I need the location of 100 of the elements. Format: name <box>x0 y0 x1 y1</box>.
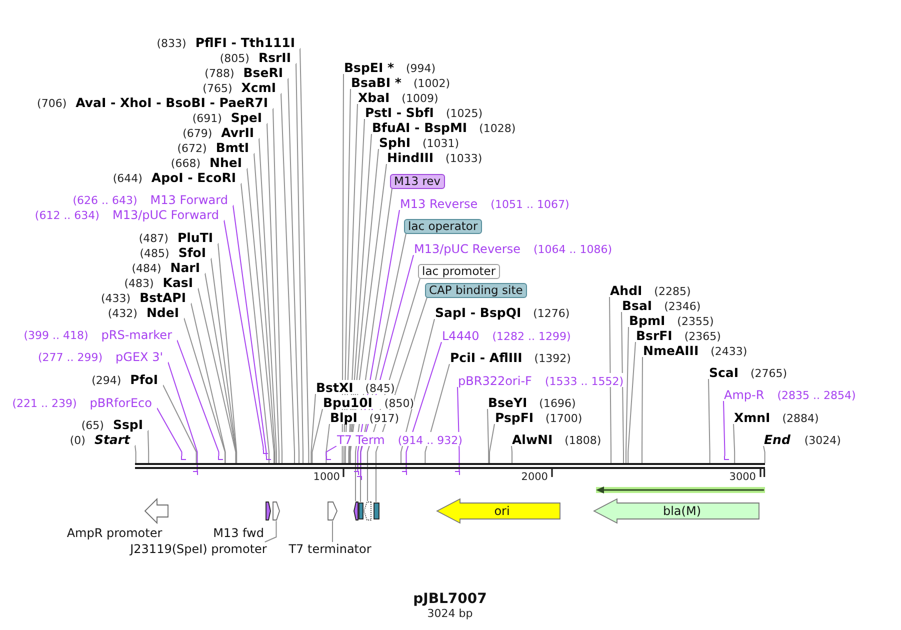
enzyme-name: AvrII <box>221 125 254 140</box>
leader-line <box>511 446 512 464</box>
leader-line <box>723 400 726 456</box>
enzyme-name: BlpI <box>330 410 358 425</box>
feature-name: ori <box>494 504 510 518</box>
enzyme-name: XcmI <box>241 80 276 95</box>
sequence-position: (3024) <box>804 434 841 447</box>
leader-line <box>708 378 710 464</box>
map-title: pJBL7007 <box>413 591 487 607</box>
enzyme-name: NarI <box>170 260 200 275</box>
leader-line <box>218 242 238 464</box>
scale-label: 2000 <box>521 471 548 483</box>
cut-position: (485) <box>140 247 170 260</box>
enzyme-name: AhdI <box>610 283 642 298</box>
feature-label: T7 terminator <box>288 542 372 556</box>
cut-position: (1033) <box>446 152 482 165</box>
cut-position: (691) <box>192 112 222 125</box>
enzyme-name: BsaBI * <box>351 75 402 90</box>
enzyme-name: RsrII <box>258 50 291 65</box>
sequence-length: 3024 bp <box>427 606 473 620</box>
cut-position: (2884) <box>782 412 819 425</box>
leader-line <box>168 362 198 472</box>
leader-line <box>628 342 636 464</box>
primer-site-mark <box>193 471 198 475</box>
cut-position: (668) <box>170 157 200 170</box>
leader-line <box>763 446 766 464</box>
leader-line <box>609 296 612 464</box>
leader-line <box>280 92 295 464</box>
scale-label: 1000 <box>313 471 340 483</box>
primer-site-mark <box>357 476 362 480</box>
cut-position: (484) <box>132 262 162 275</box>
feature-label: M13 fwd <box>213 526 264 540</box>
leader-line <box>642 356 643 464</box>
leader-line <box>224 220 264 450</box>
enzyme-name: BstXI <box>316 380 354 395</box>
leader-line <box>272 108 282 464</box>
primer-name: Amp-R <box>724 388 764 402</box>
primer-name: M13 Forward <box>150 193 228 207</box>
leader-line <box>258 138 277 464</box>
leader-line <box>266 122 280 464</box>
cut-position: (1028) <box>479 122 516 135</box>
cut-position: (706) <box>37 97 67 110</box>
cut-position: (850) <box>384 397 414 410</box>
leader-line <box>232 204 267 456</box>
cut-position: (1276) <box>533 307 570 320</box>
enzyme-name: PfoI <box>130 372 158 387</box>
enzyme-name: BstAPI <box>140 290 186 305</box>
leader-line <box>406 342 442 472</box>
enzyme-name: BpmI <box>629 313 666 328</box>
leader-line <box>176 340 220 456</box>
cut-position: (1002) <box>413 77 450 90</box>
enzyme-name: PstI - SbfI <box>365 105 434 120</box>
leader-line <box>184 318 226 464</box>
cut-position: (1031) <box>422 137 460 150</box>
cut-position: (2346) <box>664 300 701 313</box>
cut-position: (2355) <box>677 315 714 328</box>
enzyme-name: ScaI <box>709 365 738 380</box>
enzyme-name: NmeAIII <box>643 343 699 358</box>
leader-line <box>162 384 197 464</box>
leader-line <box>296 62 304 464</box>
feature-label: J23119(SpeI) promoter <box>130 542 267 556</box>
cut-position: (2285) <box>654 285 691 298</box>
leader-line <box>204 272 236 464</box>
enzyme-name: BfuAI - BspMI <box>372 120 468 135</box>
primer-name: M13/pUC Reverse <box>414 242 520 256</box>
primer-site-mark <box>326 456 330 460</box>
primer-name: pRS-marker <box>101 328 172 342</box>
enzyme-name: ApoI - EcoRI <box>151 170 236 185</box>
primer-site-mark <box>266 456 270 460</box>
cut-position: (833) <box>156 37 186 50</box>
leader-line <box>332 520 333 542</box>
enzyme-name: BspEI * <box>344 60 394 75</box>
cut-position: (1696) <box>539 397 576 410</box>
feature-tag: CAP binding site <box>425 282 527 298</box>
enzyme-name: SfoI <box>178 245 206 260</box>
primer-site-mark <box>354 471 358 475</box>
leader-line <box>621 312 624 464</box>
primer-name: M13 Reverse <box>400 197 478 211</box>
enzyme-name: PspFI <box>495 410 534 425</box>
primer-site-mark <box>402 471 407 475</box>
cut-position: (788) <box>204 67 234 80</box>
primer-site-mark <box>218 456 223 460</box>
primer-range: (277 .. 299) <box>38 351 103 364</box>
enzyme-name: BseRI <box>243 65 283 80</box>
cut-position: (2365) <box>684 330 721 343</box>
primer-range: (626 .. 643) <box>72 194 138 207</box>
feature-tag: M13 rev <box>390 174 445 188</box>
primer-site-mark <box>262 450 268 454</box>
feature-name: bla(M) <box>662 504 702 518</box>
primer-name: L4440 <box>442 329 480 343</box>
cut-position: (65) <box>81 419 104 432</box>
enzyme-name: XbaI <box>358 90 390 105</box>
enzyme-name: PluTI <box>177 230 213 245</box>
primer-site-mark <box>455 471 460 475</box>
leader-line <box>300 48 310 464</box>
feature-label: AmpR promoter <box>66 526 162 540</box>
enzyme-name: PciI - AflIII <box>450 350 522 365</box>
primer-range: (1051 .. 1067) <box>490 198 570 211</box>
primer-name: pBR322ori-F <box>458 374 532 388</box>
sequence-end-label: Start <box>94 432 130 447</box>
